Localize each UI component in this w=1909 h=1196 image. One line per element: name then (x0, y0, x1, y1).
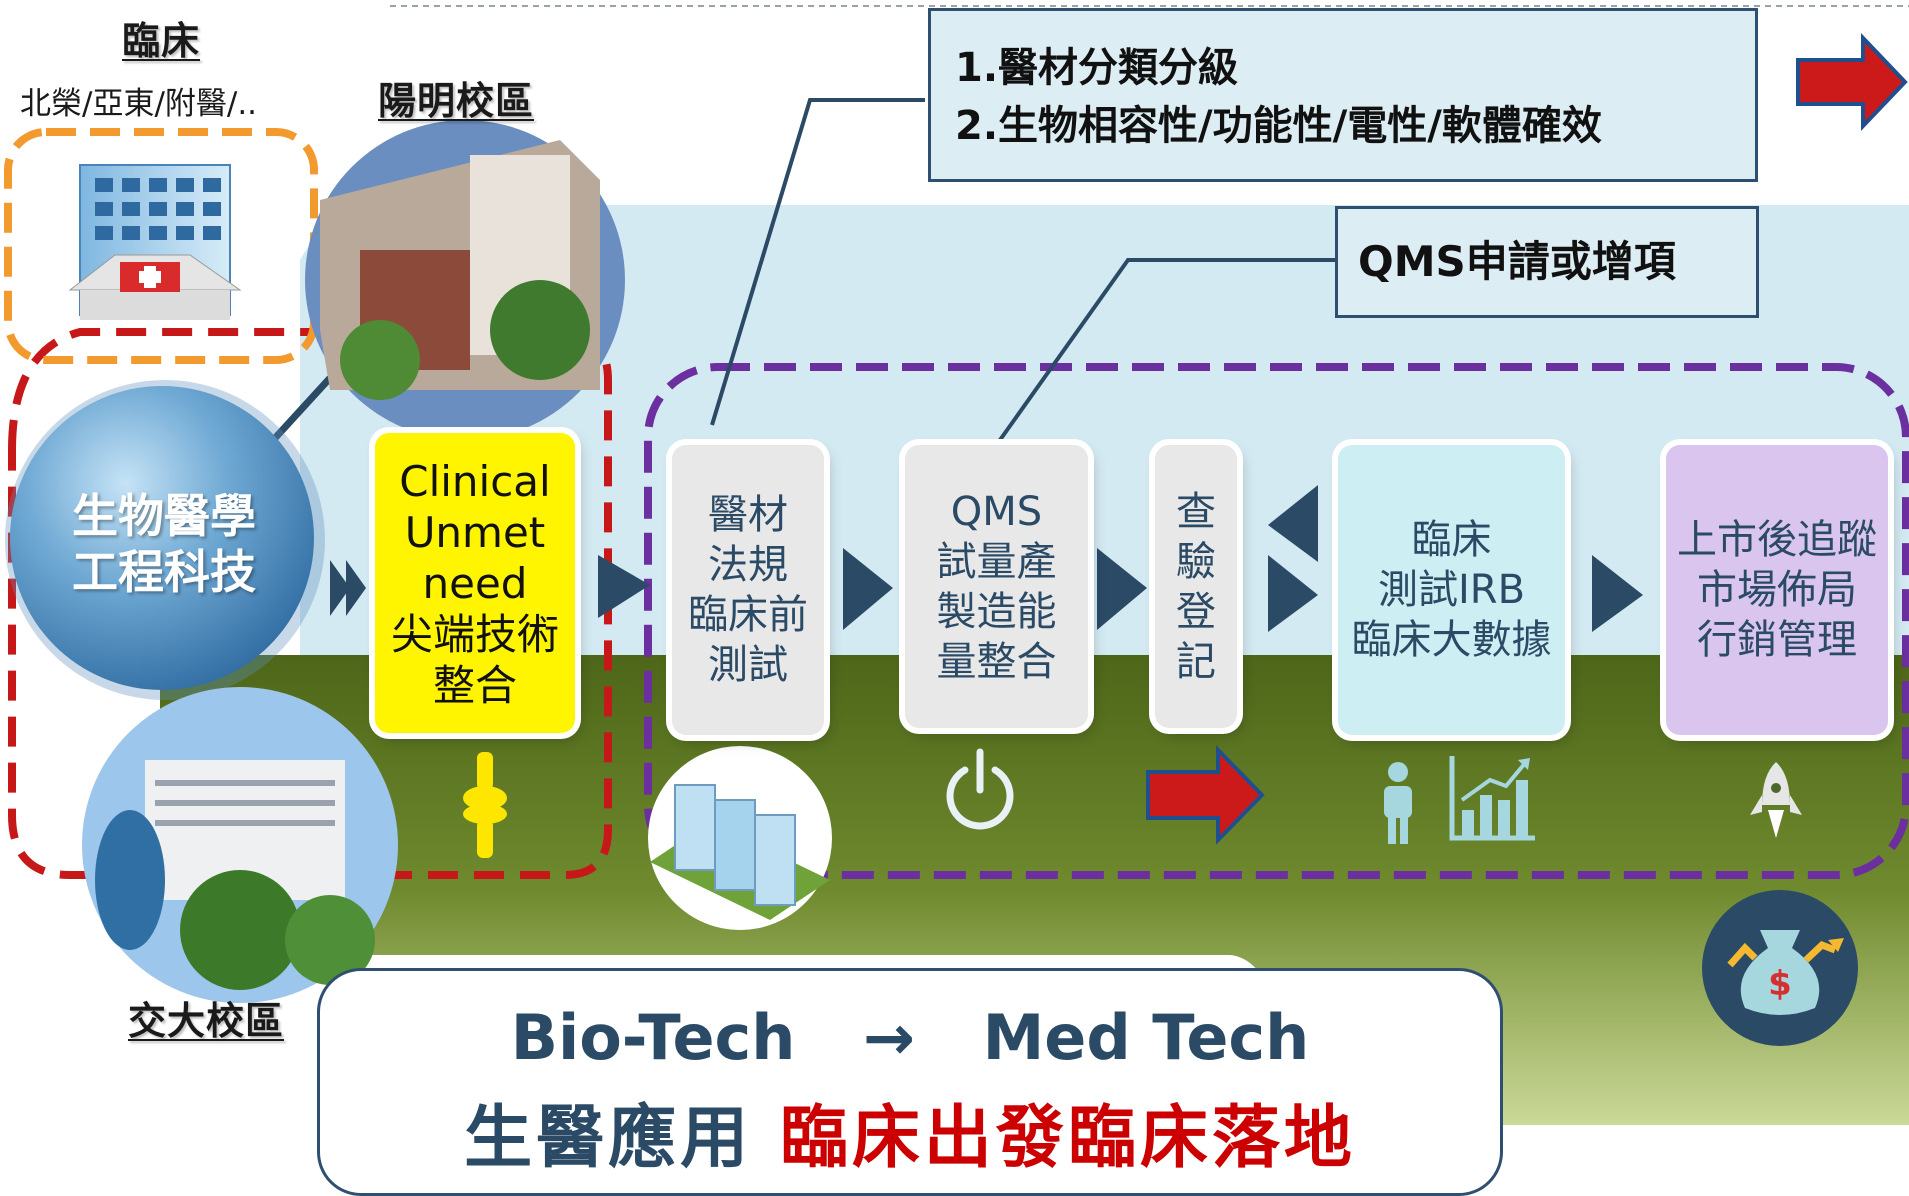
caption-clinical-slogan: 臨床出發臨床落地 (779, 1099, 1356, 1178)
caption-line-1: Bio-Tech → Med Tech (320, 1001, 1500, 1074)
step-clinical-unmet-need: Clinical Unmet need 尖端技術 整合 (375, 433, 575, 733)
hub-line-2: 工程科技 (72, 545, 256, 599)
step-clinical-trial-irb: 臨床 測試IRB 臨床大數據 (1338, 445, 1565, 735)
hub-line-1: 生物醫學 (72, 489, 256, 543)
step-inspection-registration: 查 驗 登 記 (1155, 445, 1237, 728)
clinical-partners: 北榮/亞東/附醫/.. (20, 86, 258, 122)
hospital-icon (68, 164, 242, 320)
regulation-line-2: 2.生物相容性/功能性/電性/軟體確效 (955, 103, 1602, 149)
person-icon (1384, 762, 1412, 844)
caption-line-2: 生醫應用 臨床出發臨床落地 (320, 1082, 1500, 1181)
caption-to: Med Tech (982, 1001, 1310, 1074)
yangming-campus-label: 陽明校區 (378, 79, 535, 123)
right-arrow-icon (1146, 745, 1265, 845)
step-post-market: 上市後追蹤 市場佈局 行銷管理 (1666, 445, 1888, 735)
power-icon (946, 748, 1014, 830)
knee-joint-icon (463, 752, 507, 858)
jiaoda-campus-label: 交大校區 (128, 999, 285, 1043)
rocket-icon (1750, 762, 1802, 838)
money-bag-icon: $ (1702, 890, 1858, 1046)
step-regulation-preclinical: 醫材 法規 臨床前 測試 (672, 445, 824, 735)
hub-label: 生物醫學 工程科技 (30, 488, 298, 600)
jiaoda-campus-photo (82, 687, 398, 1003)
yangming-campus-photo (305, 120, 625, 440)
hub-sphere (10, 386, 314, 690)
svg-text:$: $ (1768, 964, 1792, 1004)
caption-arrow: → (863, 1001, 915, 1074)
buildings-icon (648, 746, 832, 930)
caption-bio-application: 生醫應用 (464, 1099, 780, 1178)
right-arrow-icon (1796, 33, 1908, 131)
regulation-callout: 1.醫材分類分級 2.生物相容性/功能性/電性/軟體確效 (928, 8, 1758, 182)
qms-callout: QMS申請或增項 (1335, 206, 1759, 318)
bar-chart-icon (1449, 756, 1535, 841)
regulation-line-1: 1.醫材分類分級 (955, 45, 1239, 91)
clinical-title: 臨床 (122, 19, 201, 63)
summary-caption: Bio-Tech → Med Tech 生醫應用 臨床出發臨床落地 (317, 968, 1503, 1196)
caption-from: Bio-Tech (510, 1001, 796, 1074)
step-qms-trial-production: QMS 試量產 製造能 量整合 (905, 445, 1088, 728)
